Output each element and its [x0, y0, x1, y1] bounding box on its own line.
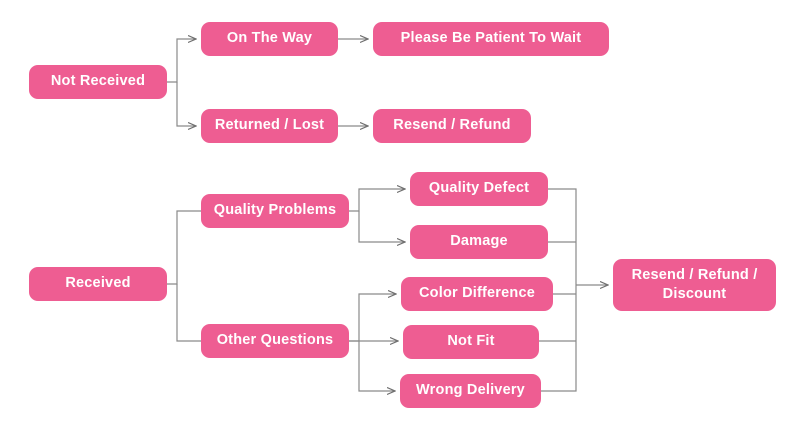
- edge-received-to-quality-problems: [167, 210, 201, 285]
- node-received[interactable]: Received: [29, 267, 167, 301]
- node-color-difference[interactable]: Color Difference: [401, 277, 553, 311]
- node-please-be-patient-to-wait[interactable]: Please Be Patient To Wait: [373, 22, 609, 56]
- node-not-fit[interactable]: Not Fit: [403, 325, 539, 359]
- node-quality-defect[interactable]: Quality Defect: [410, 172, 548, 206]
- node-resend-refund[interactable]: Resend / Refund: [373, 109, 531, 143]
- edge-other-questions-to-color-difference: [349, 294, 396, 342]
- node-not-received[interactable]: Not Received: [29, 65, 167, 99]
- edge-quality-defect-to-resolution: [548, 188, 577, 285]
- node-resend-refund-discount[interactable]: Resend / Refund / Discount: [613, 259, 776, 311]
- edge-received-to-other-questions: [176, 284, 201, 342]
- node-quality-problems[interactable]: Quality Problems: [201, 194, 349, 228]
- node-returned-lost[interactable]: Returned / Lost: [201, 109, 338, 143]
- edge-other-questions-to-wrong-delivery: [358, 341, 395, 391]
- edge-not-received-to-on-the-way: [167, 39, 196, 83]
- edge-quality-problems-to-quality-defect: [349, 189, 405, 212]
- node-on-the-way[interactable]: On The Way: [201, 22, 338, 56]
- edge-not-received-to-returned-lost: [176, 82, 196, 126]
- edge-quality-problems-to-damage: [358, 211, 405, 242]
- node-wrong-delivery[interactable]: Wrong Delivery: [400, 374, 541, 408]
- node-other-questions[interactable]: Other Questions: [201, 324, 349, 358]
- node-damage[interactable]: Damage: [410, 225, 548, 259]
